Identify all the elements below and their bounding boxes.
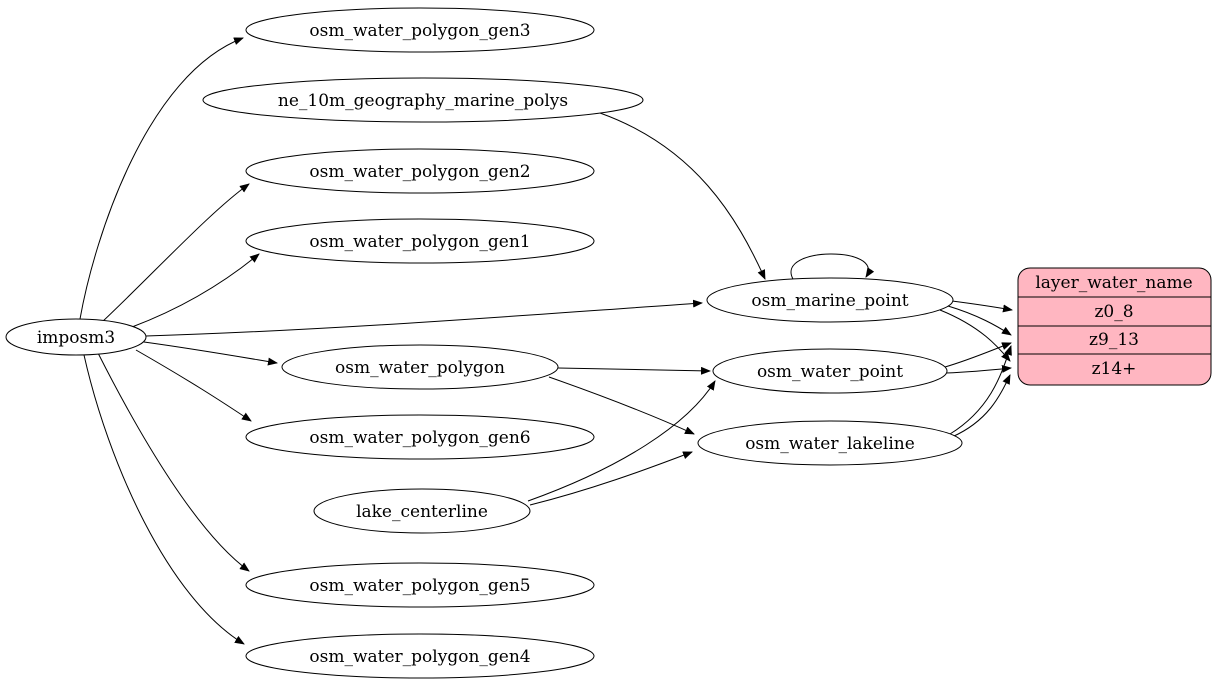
edge-marine-point-z9_13 bbox=[947, 305, 1012, 336]
node-gen4-shape bbox=[245, 633, 595, 679]
node-osm_marine_point: osm_marine_point bbox=[706, 277, 954, 323]
node-osm_water_polygon: osm_water_polygon bbox=[281, 344, 559, 390]
node-water-polygon-shape bbox=[281, 344, 559, 390]
node-imposm3-shape bbox=[5, 318, 147, 356]
edges bbox=[79, 37, 1013, 645]
edge-imposm3-gen2 bbox=[101, 183, 250, 323]
edge-imposm3-gen1 bbox=[131, 253, 260, 328]
node-lake_centerline: lake_centerline bbox=[313, 488, 531, 534]
edge-lakeline-z9_13 bbox=[949, 345, 1012, 435]
node-gen3-label: osm_water_polygon_gen3 bbox=[309, 21, 530, 41]
edge-imposm3-marine-point bbox=[145, 299, 703, 337]
node-gen3-shape bbox=[245, 7, 595, 53]
node-lake-centerline-label: lake_centerline bbox=[356, 502, 488, 522]
edge-lake-centerline-lakeline bbox=[529, 451, 693, 506]
edge-ne10m-marine-point bbox=[599, 112, 766, 280]
node-gen2-label: osm_water_polygon_gen2 bbox=[309, 162, 530, 182]
node-osm_water_polygon_gen2: osm_water_polygon_gen2 bbox=[245, 148, 595, 194]
node-water-point-shape bbox=[712, 348, 948, 394]
edge-imposm3-water-polygon bbox=[143, 341, 278, 366]
node-gen6-label: osm_water_polygon_gen6 bbox=[309, 428, 530, 448]
node-ne_10m_geography_marine_polys: ne_10m_geography_marine_polys bbox=[202, 77, 644, 123]
edge-marine-point-z14 bbox=[939, 309, 1011, 362]
node-gen2-shape bbox=[245, 148, 595, 194]
node-gen6-shape bbox=[245, 414, 595, 460]
node-osm_water_polygon_gen5: osm_water_polygon_gen5 bbox=[245, 562, 595, 608]
edge-water-point-z9_13 bbox=[944, 342, 1012, 368]
edge-imposm3-gen6 bbox=[135, 349, 252, 422]
node-lake-centerline-shape bbox=[313, 488, 531, 534]
record-title: layer_water_name bbox=[1035, 273, 1192, 293]
node-osm_water_point: osm_water_point bbox=[712, 348, 948, 394]
node-lakeline-shape bbox=[697, 420, 963, 466]
node-osm_water_polygon_gen6: osm_water_polygon_gen6 bbox=[245, 414, 595, 460]
node-marine-point-shape bbox=[706, 277, 954, 323]
node-osm_water_polygon_gen4: osm_water_polygon_gen4 bbox=[245, 633, 595, 679]
node-imposm3-label: imposm3 bbox=[37, 328, 115, 348]
node-gen1-label: osm_water_polygon_gen1 bbox=[309, 232, 530, 252]
node-gen5-shape bbox=[245, 562, 595, 608]
node-gen1-shape bbox=[245, 218, 595, 264]
edge-lake-centerline-water-point bbox=[527, 380, 716, 502]
edge-imposm3-gen5 bbox=[97, 352, 250, 572]
edge-marine-point-self-loop bbox=[790, 253, 875, 280]
node-osm_water_polygon_gen1: osm_water_polygon_gen1 bbox=[245, 218, 595, 264]
node-gen4-label: osm_water_polygon_gen4 bbox=[309, 647, 530, 667]
node-osm_water_lakeline: osm_water_lakeline bbox=[697, 420, 963, 466]
edge-water-point-z14 bbox=[945, 364, 1012, 374]
record-row-z14: z14+ bbox=[1092, 359, 1137, 379]
node-ne10m-label: ne_10m_geography_marine_polys bbox=[278, 91, 568, 111]
node-gen5-label: osm_water_polygon_gen5 bbox=[309, 576, 530, 596]
node-water-point-label: osm_water_point bbox=[757, 362, 903, 382]
record-row-z9_13: z9_13 bbox=[1089, 330, 1139, 350]
edge-marine-point-z0_8 bbox=[951, 300, 1013, 313]
node-water-polygon-label: osm_water_polygon bbox=[335, 358, 505, 378]
edge-lakeline-z14 bbox=[951, 374, 1011, 438]
edge-water-polygon-lakeline bbox=[548, 376, 695, 435]
edge-imposm3-gen3 bbox=[79, 37, 244, 320]
node-ne10m-shape bbox=[202, 77, 644, 123]
edge-water-polygon-water-point bbox=[557, 366, 711, 375]
node-layer_water_name: layer_water_name z0_8 z9_13 z14+ bbox=[1017, 267, 1212, 386]
node-lakeline-label: osm_water_lakeline bbox=[745, 434, 915, 454]
node-imposm3: imposm3 bbox=[5, 318, 147, 356]
node-marine-point-label: osm_marine_point bbox=[751, 291, 908, 311]
edge-imposm3-gen4 bbox=[83, 354, 245, 645]
node-osm_water_polygon_gen3: osm_water_polygon_gen3 bbox=[245, 7, 595, 53]
record-row-z0_8: z0_8 bbox=[1094, 302, 1133, 322]
